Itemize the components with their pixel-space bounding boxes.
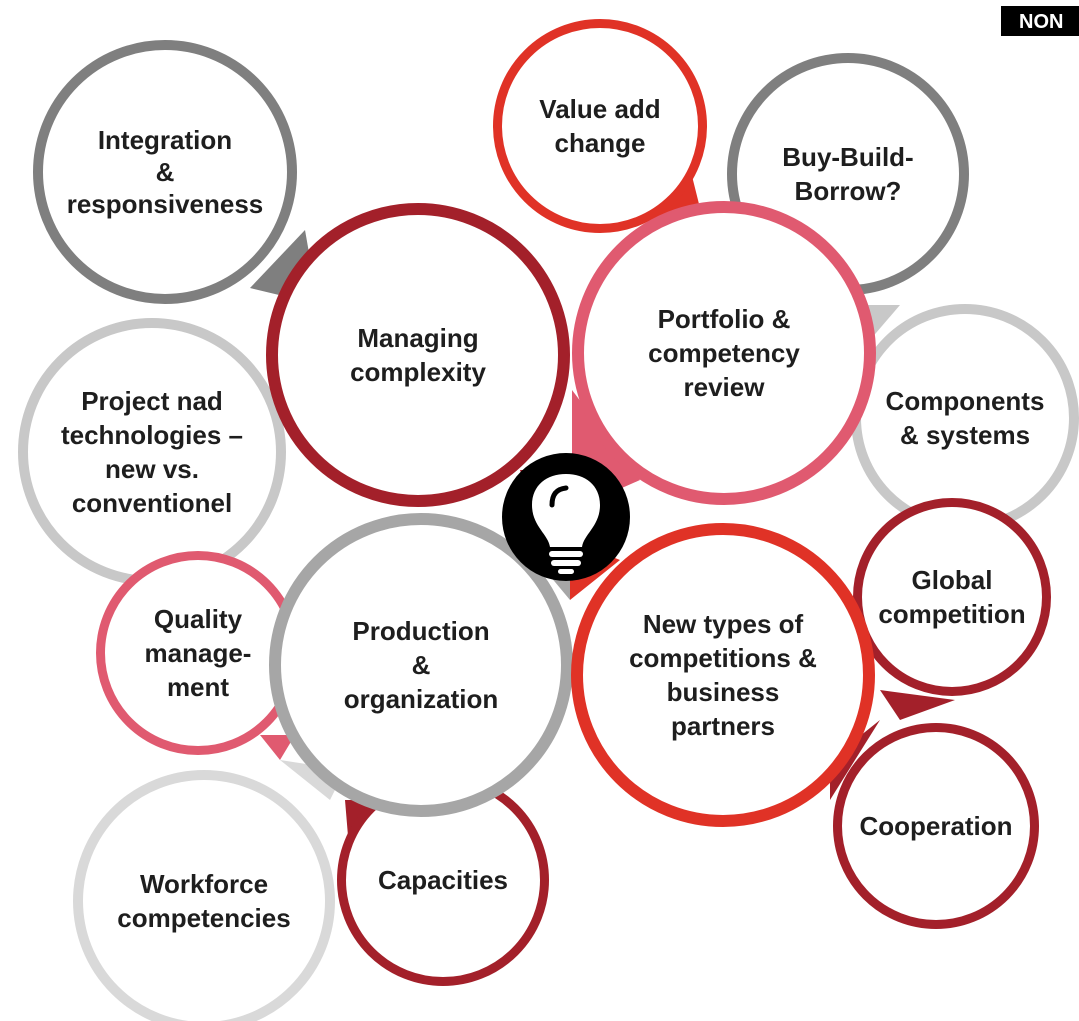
bubble-label-line: Buy-Build- bbox=[782, 142, 913, 172]
badge-label: NON bbox=[1019, 11, 1064, 33]
bubble-label-line: Capacities bbox=[378, 865, 508, 895]
bubble-label-line: competitions & bbox=[629, 643, 817, 673]
bubble-new-types-competitions: New types of competitions & business partne… bbox=[571, 523, 875, 827]
bubble-label-line: Project nad bbox=[81, 386, 223, 416]
bubble-label-line: Value add bbox=[539, 94, 660, 124]
bubble-circle-integration-responsiveness bbox=[33, 40, 297, 304]
bubble-label-line: Integration bbox=[98, 125, 232, 155]
bubble-label-line: partners bbox=[671, 711, 775, 741]
bubble-cooperation: Cooperation bbox=[833, 723, 1039, 929]
center-hub bbox=[502, 453, 630, 581]
bubble-label-line: Components bbox=[886, 386, 1045, 416]
bubble-circle-value-add-change bbox=[493, 19, 707, 233]
bubble-label-line: Global bbox=[912, 565, 993, 595]
bubble-circle-production-organization bbox=[269, 513, 573, 817]
bubble-circle-managing-complexity bbox=[266, 203, 570, 507]
bubble-label-line: conventionel bbox=[72, 488, 232, 518]
bubble-workforce-competencies: Workforce competencies bbox=[73, 770, 335, 1021]
bubble-label-line: new vs. bbox=[105, 454, 199, 484]
bubble-circle-project-technologies bbox=[18, 318, 286, 586]
bubble-quality-management: Quality manage-ment bbox=[96, 551, 300, 755]
bubble-circle-global-competition bbox=[853, 498, 1051, 696]
bubble-production-organization: Production & organization bbox=[269, 513, 573, 817]
light-bulb-icon bbox=[532, 474, 600, 574]
bubble-circle-cooperation bbox=[833, 723, 1039, 929]
bubble-label-line: competency bbox=[648, 338, 800, 368]
bubble-label-line: & bbox=[156, 157, 175, 187]
bubble-label-line: responsiveness bbox=[67, 189, 264, 219]
bubble-tail-cooperation bbox=[830, 720, 880, 800]
bubble-integration-responsiveness: Integration&responsiveness bbox=[33, 40, 297, 304]
bubble-label-line: & bbox=[412, 650, 431, 680]
bubble-label-line: manage- bbox=[145, 638, 252, 668]
bubble-label-line: & systems bbox=[900, 420, 1030, 450]
bubble-circle-components-systems bbox=[851, 304, 1079, 532]
bubble-label-line: Production bbox=[352, 616, 489, 646]
bubble-managing-complexity: Managing complexity bbox=[266, 203, 570, 507]
bubble-label-line: competencies bbox=[117, 903, 290, 933]
bubble-label-line: change bbox=[554, 128, 645, 158]
bubble-label-line: technologies – bbox=[61, 420, 243, 450]
bubble-label-line: ment bbox=[167, 672, 229, 702]
bubble-label-line: organization bbox=[344, 684, 499, 714]
bubble-circle-workforce-competencies bbox=[73, 770, 335, 1021]
bubble-label-line: review bbox=[684, 372, 766, 402]
bubble-label-line: Workforce bbox=[140, 869, 268, 899]
status-badge: NON bbox=[1001, 6, 1079, 36]
bubble-label-line: Managing bbox=[357, 323, 478, 353]
bubble-label-line: competition bbox=[878, 599, 1025, 629]
bubble-label-line: business bbox=[667, 677, 780, 707]
bubble-global-competition: Global competition bbox=[853, 498, 1051, 696]
bubble-tail-global-competition bbox=[880, 690, 955, 720]
bubble-circle-new-types-competitions bbox=[571, 523, 875, 827]
bubble-label-line: Portfolio & bbox=[658, 304, 791, 334]
bubble-label-line: New types of bbox=[643, 609, 804, 639]
bubble-components-systems: Components & systems bbox=[851, 304, 1079, 532]
bubble-label-line: Borrow? bbox=[795, 176, 902, 206]
bubble-project-technologies: Project nad technologies – new vs. conventi… bbox=[18, 318, 286, 586]
bubble-value-add-change: Value add change bbox=[493, 19, 707, 233]
bubble-label-line: complexity bbox=[350, 357, 486, 387]
bubble-label-line: Cooperation bbox=[859, 811, 1012, 841]
bubble-portfolio-competency-review: Portfolio & competency review bbox=[572, 201, 876, 505]
bubble-circle-portfolio-competency-review bbox=[572, 201, 876, 505]
bubble-tail-quality-management bbox=[260, 735, 295, 760]
bubble-label-line: Quality bbox=[154, 604, 243, 634]
